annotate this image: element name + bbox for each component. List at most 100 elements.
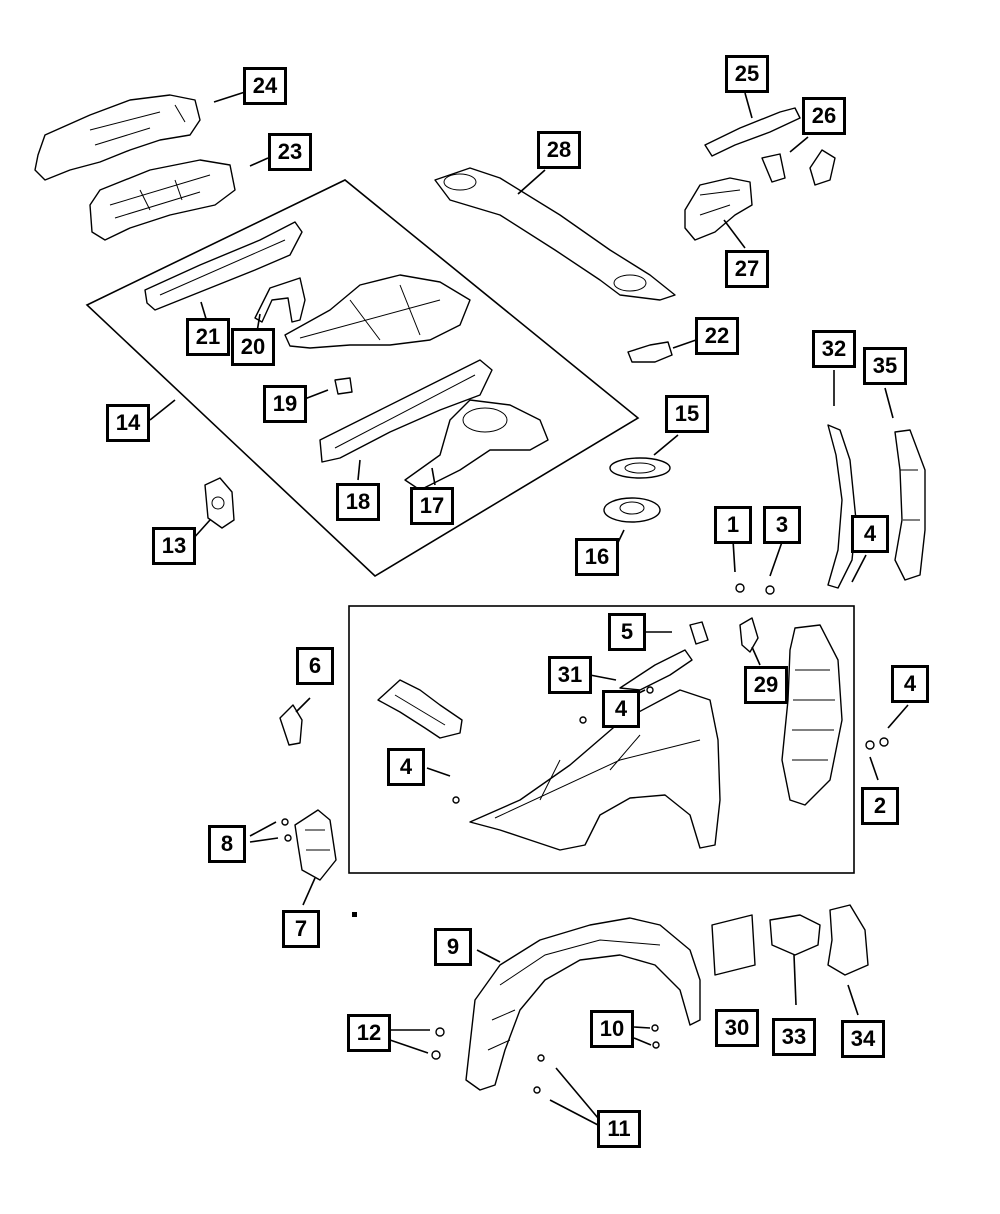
- callout-13[interactable]: 13: [152, 527, 196, 565]
- leader-2: [869, 756, 879, 781]
- leader-10b: [633, 1037, 652, 1046]
- callout-5[interactable]: 5: [608, 613, 646, 651]
- part-4-fastener-4: [879, 737, 889, 747]
- leader-9: [476, 949, 501, 963]
- callout-35[interactable]: 35: [863, 347, 907, 385]
- callout-2[interactable]: 2: [861, 787, 899, 825]
- leader-28: [517, 169, 546, 195]
- callout-30[interactable]: 30: [715, 1009, 759, 1047]
- callout-27[interactable]: 27: [725, 250, 769, 288]
- callout-4d[interactable]: 4: [891, 665, 929, 703]
- part-9-liner: [465, 917, 701, 1091]
- part-3-fastener: [765, 585, 775, 595]
- part-22-bracket: [627, 341, 673, 363]
- part-6-bracket: [279, 704, 303, 746]
- part-2-fastener: [865, 740, 875, 750]
- callout-9[interactable]: 9: [434, 928, 472, 966]
- part-fender-bracket: [377, 679, 463, 739]
- callout-28[interactable]: 28: [537, 131, 581, 169]
- part-35-panel: [894, 429, 926, 581]
- callout-7[interactable]: 7: [282, 910, 320, 948]
- callout-33[interactable]: 33: [772, 1018, 816, 1056]
- part-11-fastener-2: [533, 1086, 541, 1094]
- part-12-fastener: [435, 1027, 445, 1037]
- part-28-crossmember: [434, 167, 676, 301]
- leader-18: [357, 459, 361, 481]
- part-5-clip: [689, 621, 709, 645]
- callout-26[interactable]: 26: [802, 97, 846, 135]
- part-7-bracket: [294, 809, 337, 881]
- callout-14[interactable]: 14: [106, 404, 150, 442]
- part-31-bracket: [619, 649, 693, 691]
- leader-11b: [549, 1099, 599, 1126]
- part-8-fastener: [281, 818, 289, 826]
- leader-14: [149, 399, 176, 421]
- callout-25[interactable]: 25: [725, 55, 769, 93]
- part-13-plate: [204, 477, 235, 529]
- leader-25: [744, 92, 753, 119]
- part-rail-assembly: [284, 274, 471, 349]
- part-10-fastener-2: [652, 1041, 660, 1049]
- callout-29[interactable]: 29: [744, 666, 788, 704]
- callout-16[interactable]: 16: [575, 538, 619, 576]
- leader-8b: [249, 837, 279, 843]
- callout-12[interactable]: 12: [347, 1014, 391, 1052]
- leader-8a: [249, 821, 277, 837]
- leader-34: [847, 984, 859, 1016]
- callout-4b[interactable]: 4: [602, 690, 640, 728]
- callout-17[interactable]: 17: [410, 487, 454, 525]
- leader-12b: [389, 1039, 429, 1054]
- callout-15[interactable]: 15: [665, 395, 709, 433]
- part-4-fastener-2: [579, 716, 587, 724]
- group-frame-14: [85, 179, 640, 577]
- leader-4a: [851, 554, 867, 583]
- callout-11[interactable]: 11: [597, 1110, 641, 1148]
- leader-10a: [633, 1026, 651, 1029]
- callout-6[interactable]: 6: [296, 647, 334, 685]
- callout-8[interactable]: 8: [208, 825, 246, 863]
- leader-1: [732, 539, 736, 573]
- group-frame-fender: [348, 605, 855, 874]
- callout-20[interactable]: 20: [231, 328, 275, 366]
- callout-4a[interactable]: 4: [851, 515, 889, 553]
- part-23-bracket: [89, 159, 236, 241]
- callout-19[interactable]: 19: [263, 385, 307, 423]
- leader-24: [213, 91, 246, 103]
- part-26-clip: [761, 153, 786, 183]
- part-12-fastener-2: [431, 1050, 441, 1060]
- callout-31[interactable]: 31: [548, 656, 592, 694]
- callout-18[interactable]: 18: [336, 483, 380, 521]
- callout-10[interactable]: 10: [590, 1010, 634, 1048]
- leader-26: [789, 136, 809, 153]
- part-16-insulator: [603, 497, 661, 523]
- part-fender-liner-front: [781, 624, 843, 806]
- part-24-panel: [34, 94, 201, 181]
- leader-17: [431, 467, 436, 486]
- leader-15: [653, 434, 679, 456]
- callout-23[interactable]: 23: [268, 133, 312, 171]
- callout-3[interactable]: 3: [763, 506, 801, 544]
- leader-23: [249, 157, 269, 167]
- callout-21[interactable]: 21: [186, 318, 230, 356]
- part-34-shield: [827, 904, 869, 976]
- leader-27: [723, 219, 746, 249]
- callout-4c[interactable]: 4: [387, 748, 425, 786]
- leader-4c: [426, 767, 451, 777]
- leader-11a: [555, 1067, 599, 1119]
- part-32-seal: [827, 424, 857, 589]
- callout-22[interactable]: 22: [695, 317, 739, 355]
- part-21-rail: [144, 221, 303, 311]
- callout-34[interactable]: 34: [841, 1020, 885, 1058]
- part-4-fastener-3: [646, 686, 654, 694]
- leader-6: [295, 697, 311, 713]
- callout-24[interactable]: 24: [243, 67, 287, 105]
- part-33-bracket: [769, 914, 821, 956]
- part-1-fastener: [735, 583, 745, 593]
- callout-1[interactable]: 1: [714, 506, 752, 544]
- part-10-fastener: [651, 1024, 659, 1032]
- part-11-fastener: [537, 1054, 545, 1062]
- part-fastener-small: [352, 912, 357, 917]
- part-26-clip-2: [809, 149, 836, 186]
- callout-32[interactable]: 32: [812, 330, 856, 368]
